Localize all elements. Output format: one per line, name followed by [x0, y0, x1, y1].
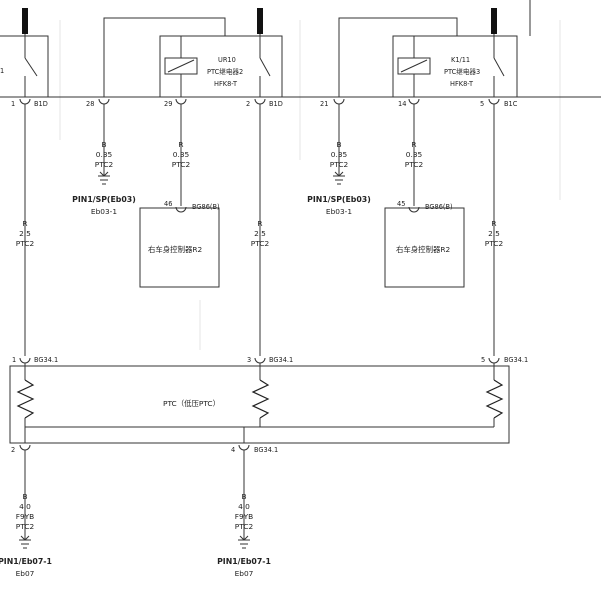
svg-text:PTC2: PTC2 — [235, 522, 253, 531]
resistor-icon — [251, 379, 270, 419]
svg-text:R: R — [491, 219, 496, 228]
svg-text:B1C: B1C — [504, 100, 518, 108]
svg-text:46: 46 — [164, 200, 172, 208]
svg-text:BG34.1: BG34.1 — [269, 356, 293, 364]
ground-icon — [238, 535, 250, 549]
svg-text:PTC2: PTC2 — [172, 160, 190, 169]
relay-mid-part: HFK8-T — [214, 80, 238, 88]
resistor-icon — [16, 379, 35, 419]
fuse-stub-mid — [257, 8, 263, 34]
svg-text:R: R — [178, 140, 183, 149]
svg-text:2: 2 — [246, 100, 250, 108]
svg-text:BG34.1: BG34.1 — [504, 356, 528, 364]
svg-text:2: 2 — [11, 446, 15, 454]
svg-text:0.35: 0.35 — [96, 150, 113, 159]
resistor-icon — [485, 379, 504, 419]
svg-text:BG86(B): BG86(B) — [425, 203, 453, 211]
ground-conn-1: Eb03-1 — [91, 207, 117, 216]
fuse-stub-left — [22, 8, 28, 34]
svg-text:PTC2: PTC2 — [95, 160, 113, 169]
svg-text:F9YB: F9YB — [235, 512, 254, 521]
svg-text:右车身控制器R2: 右车身控制器R2 — [148, 245, 202, 254]
ground-conn-2: Eb03-1 — [326, 207, 352, 216]
ptc-block: PTC（低压PTC） 1 BG34.1 3 BG34.1 5 BG34.1 2 … — [9, 356, 528, 454]
svg-text:14: 14 — [398, 100, 406, 108]
svg-text:BG86(B): BG86(B) — [192, 203, 220, 211]
svg-text:5: 5 — [481, 356, 485, 364]
svg-text:45: 45 — [397, 200, 405, 208]
relay-right-name: PTC继电器3 — [444, 67, 480, 76]
ground-icon — [19, 535, 31, 549]
svg-text:B: B — [22, 492, 27, 501]
fuse-stub-right — [491, 8, 497, 34]
svg-text:2.5: 2.5 — [19, 229, 31, 238]
svg-text:PTC2: PTC2 — [405, 160, 423, 169]
svg-text:右车身控制器R2: 右车身控制器R2 — [396, 245, 450, 254]
svg-text:2.5: 2.5 — [254, 229, 266, 238]
svg-text:B: B — [336, 140, 341, 149]
svg-text:29: 29 — [164, 100, 172, 108]
svg-text:BG34.1: BG34.1 — [254, 446, 278, 454]
svg-text:0.35: 0.35 — [331, 150, 348, 159]
relay-pins: 1 B1D 28 29 2 B1D 21 14 5 B1C — [11, 98, 518, 108]
svg-text:BG34.1: BG34.1 — [34, 356, 58, 364]
svg-text:PTC2: PTC2 — [330, 160, 348, 169]
svg-text:PTC2: PTC2 — [251, 239, 269, 248]
svg-text:3: 3 — [247, 356, 251, 364]
svg-text:0.35: 0.35 — [173, 150, 190, 159]
bridge-wire-1 — [103, 17, 226, 97]
ground-bottom-conn-1: Eb07 — [16, 569, 35, 578]
bridge-wire-2 — [338, 17, 458, 97]
ground-pin-2: PIN1/SP(Eb03) — [307, 195, 371, 204]
relay-left: 1 — [0, 34, 49, 98]
svg-text:0.35: 0.35 — [406, 150, 423, 159]
svg-text:B1D: B1D — [34, 100, 48, 108]
svg-text:B: B — [241, 492, 246, 501]
svg-text:1: 1 — [12, 356, 16, 364]
svg-text:PTC2: PTC2 — [16, 522, 34, 531]
ground-bottom-pin-1: PIN1/Eb07-1 — [0, 557, 52, 566]
svg-text:1: 1 — [11, 100, 15, 108]
svg-text:21: 21 — [320, 100, 328, 108]
svg-text:2.5: 2.5 — [488, 229, 500, 238]
ground-bottom-conn-2: Eb07 — [235, 569, 254, 578]
svg-text:PTC2: PTC2 — [485, 239, 503, 248]
svg-text:R: R — [257, 219, 262, 228]
relay-right-ref: K1/11 — [451, 56, 470, 64]
relay-right: K1/11 PTC继电器3 HFK8-T — [392, 34, 518, 98]
ptc-title: PTC（低压PTC） — [163, 399, 220, 408]
wire-labels-bottom: B 4.0 F9YB PTC2 B 4.0 F9YB PTC2 — [16, 492, 254, 531]
relay-mid-ref: UR10 — [218, 56, 236, 64]
ground-icon — [333, 171, 345, 185]
svg-text:4.0: 4.0 — [238, 502, 250, 511]
svg-text:B1D: B1D — [269, 100, 283, 108]
wire-labels-small: B 0.35 PTC2 R 0.35 PTC2 B 0.35 PTC2 R 0.… — [95, 140, 423, 169]
background-artifacts — [59, 20, 561, 350]
svg-text:4: 4 — [231, 446, 235, 454]
relay-left-contact: 1 — [0, 67, 4, 75]
relay-mid-name: PTC继电器2 — [207, 67, 243, 76]
ground-pin-1: PIN1/SP(Eb03) — [72, 195, 136, 204]
ground-bottom-pin-2: PIN1/Eb07-1 — [217, 557, 271, 566]
svg-text:R: R — [22, 219, 27, 228]
relay-mid: UR10 PTC继电器2 HFK8-T — [159, 34, 283, 98]
svg-text:28: 28 — [86, 100, 94, 108]
relay-right-part: HFK8-T — [450, 80, 474, 88]
svg-text:4.0: 4.0 — [19, 502, 31, 511]
controller-box-1: 46 BG86(B) 右车身控制器R2 — [139, 200, 220, 288]
svg-text:5: 5 — [480, 100, 484, 108]
svg-text:R: R — [411, 140, 416, 149]
svg-text:PTC2: PTC2 — [16, 239, 34, 248]
ground-icon — [98, 171, 110, 185]
wire-labels-main: R 2.5 PTC2 R 2.5 PTC2 R 2.5 PTC2 — [16, 219, 503, 248]
svg-text:F9YB: F9YB — [16, 512, 35, 521]
svg-text:B: B — [101, 140, 106, 149]
controller-box-2: 45 BG86(B) 右车身控制器R2 — [384, 200, 465, 288]
